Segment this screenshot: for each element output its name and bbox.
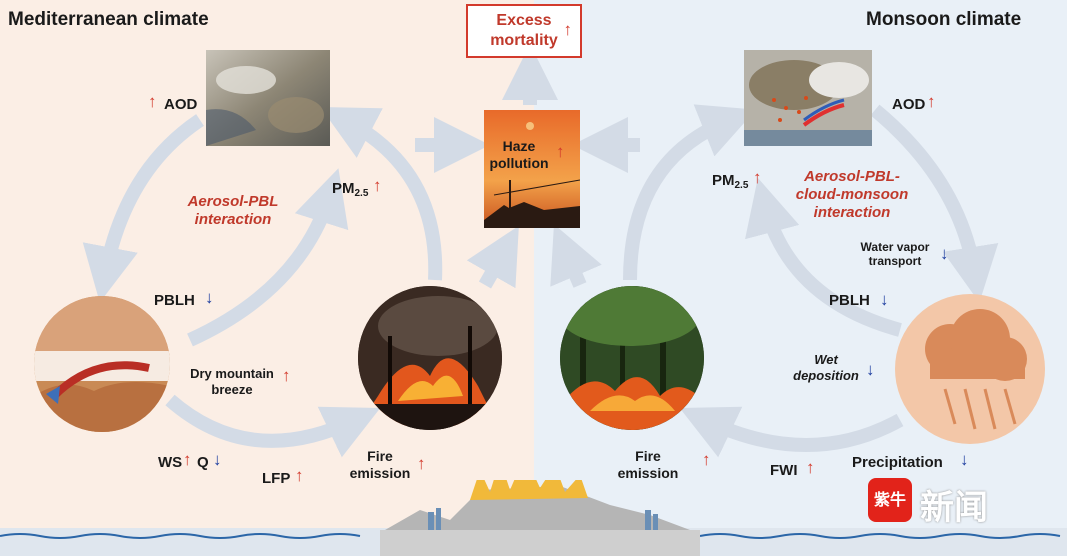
left-panel-title: Mediterranean climate xyxy=(8,9,209,30)
left-pblh-label: PBLH xyxy=(154,292,195,309)
haze-up-arrow: ↑ xyxy=(556,142,565,161)
lfp-up-arrow: ↑ xyxy=(295,466,304,485)
breeze-line1: Dry mountain xyxy=(190,366,274,381)
q-label: Q xyxy=(197,454,209,471)
dry-breeze-label: Dry mountain breeze xyxy=(180,366,284,397)
right-fire-line2: emission xyxy=(617,464,679,481)
ws-label: WS xyxy=(158,454,183,471)
right-pm-sub: 2.5 xyxy=(734,180,749,191)
left-interaction-line2: interaction xyxy=(194,211,272,228)
fwi-up-arrow: ↑ xyxy=(806,458,815,477)
right-pm-up-arrow: ↑ xyxy=(753,168,762,187)
fwi-label: FWI xyxy=(770,462,798,479)
ws-up-arrow: ↑ xyxy=(183,450,192,469)
left-pm-label: PM2.5 xyxy=(332,180,368,200)
water-vapor-label: Water vapor transport xyxy=(854,240,936,269)
left-fire-emission-label: Fire emission xyxy=(344,448,416,482)
haze-label: Haze pollution xyxy=(484,138,554,172)
left-fire-up-arrow: ↑ xyxy=(417,454,426,473)
right-pm-text: PM xyxy=(712,172,735,189)
water-vapor-down-arrow: ↓ xyxy=(940,244,949,263)
left-pm-sub: 2.5 xyxy=(354,188,369,199)
left-cycle-arrow-top xyxy=(82,114,204,303)
water-line2: transport xyxy=(868,254,922,269)
right-pblh-label: PBLH xyxy=(829,292,870,309)
left-inner-arrow xyxy=(187,168,349,347)
wet-line2: deposition xyxy=(793,367,859,383)
right-fire-line1: Fire xyxy=(635,448,661,464)
right-fire-emission-label: Fire emission xyxy=(612,448,684,482)
left-aod-label: AOD xyxy=(164,96,198,113)
haze-line2: pollution xyxy=(489,154,549,171)
right-satellite-image xyxy=(744,50,872,146)
right-cycle-arrow-top xyxy=(623,104,756,281)
right-panel-title: Monsoon climate xyxy=(866,9,1022,30)
right-aod-label: AOD xyxy=(892,96,926,113)
landscape-strip xyxy=(0,480,1067,556)
mortality-up-arrow: ↑ xyxy=(563,20,573,39)
lfp-label: LFP xyxy=(262,470,291,487)
center-lowright-arrow xyxy=(550,224,602,288)
right-interaction-label: Aerosol-PBL- cloud-monsoon interaction xyxy=(792,168,912,222)
left-fire-line2: emission xyxy=(349,464,411,481)
left-interaction-line1: Aerosol-PBL xyxy=(187,193,279,210)
right-inner-arrow xyxy=(745,177,902,337)
watermark-badge: 紫牛 xyxy=(868,478,912,522)
left-cycle-arrow-bottom xyxy=(165,394,381,458)
breeze-up-arrow: ↑ xyxy=(282,366,291,385)
right-forest-fire-image xyxy=(560,286,704,430)
center-lowleft-arrow xyxy=(466,225,519,289)
precipitation-down-arrow: ↓ xyxy=(960,450,969,469)
precipitation-label: Precipitation xyxy=(852,454,943,471)
left-cycle-arrow-right xyxy=(320,106,443,281)
right-cycle-arrow-bottom xyxy=(679,406,904,458)
wet-deposition-label: Wet deposition xyxy=(788,352,864,383)
right-interaction-line2: cloud-monsoon xyxy=(795,186,909,203)
breeze-line2: breeze xyxy=(211,381,253,397)
watermark-text: 新闻 xyxy=(920,488,988,528)
right-pblh-down-arrow: ↓ xyxy=(880,290,889,309)
dry-mountain-breeze-image xyxy=(34,296,170,432)
left-aod-up-arrow: ↑ xyxy=(148,92,157,111)
right-fire-up-arrow: ↑ xyxy=(702,450,711,469)
left-interaction-label: Aerosol-PBL interaction xyxy=(178,193,288,229)
left-pm-text: PM xyxy=(332,180,355,197)
monsoon-cloud-image xyxy=(895,294,1045,444)
left-pm-up-arrow: ↑ xyxy=(373,176,382,195)
right-aod-up-arrow: ↑ xyxy=(927,92,936,111)
left-fire-line1: Fire xyxy=(367,448,393,464)
haze-pollution-image xyxy=(484,110,580,228)
right-interaction-line1: Aerosol-PBL- xyxy=(804,168,900,185)
right-pm-label: PM2.5 xyxy=(712,172,748,192)
q-down-arrow: ↓ xyxy=(213,450,222,469)
excess-mortality-box: Excess ↑ mortality xyxy=(466,4,582,58)
left-pblh-down-arrow: ↓ xyxy=(205,288,214,307)
wet-deposition-down-arrow: ↓ xyxy=(866,360,875,379)
left-forest-fire-image xyxy=(358,286,502,430)
mortality-label: mortality xyxy=(490,32,558,49)
left-satellite-image xyxy=(206,50,330,146)
right-cycle-arrow-right xyxy=(870,104,999,303)
wet-line1: Wet xyxy=(814,352,838,367)
water-line1: Water vapor xyxy=(860,240,930,254)
excess-label: Excess xyxy=(496,12,552,29)
right-interaction-line3: interaction xyxy=(813,204,891,221)
haze-line1: Haze xyxy=(502,138,536,154)
